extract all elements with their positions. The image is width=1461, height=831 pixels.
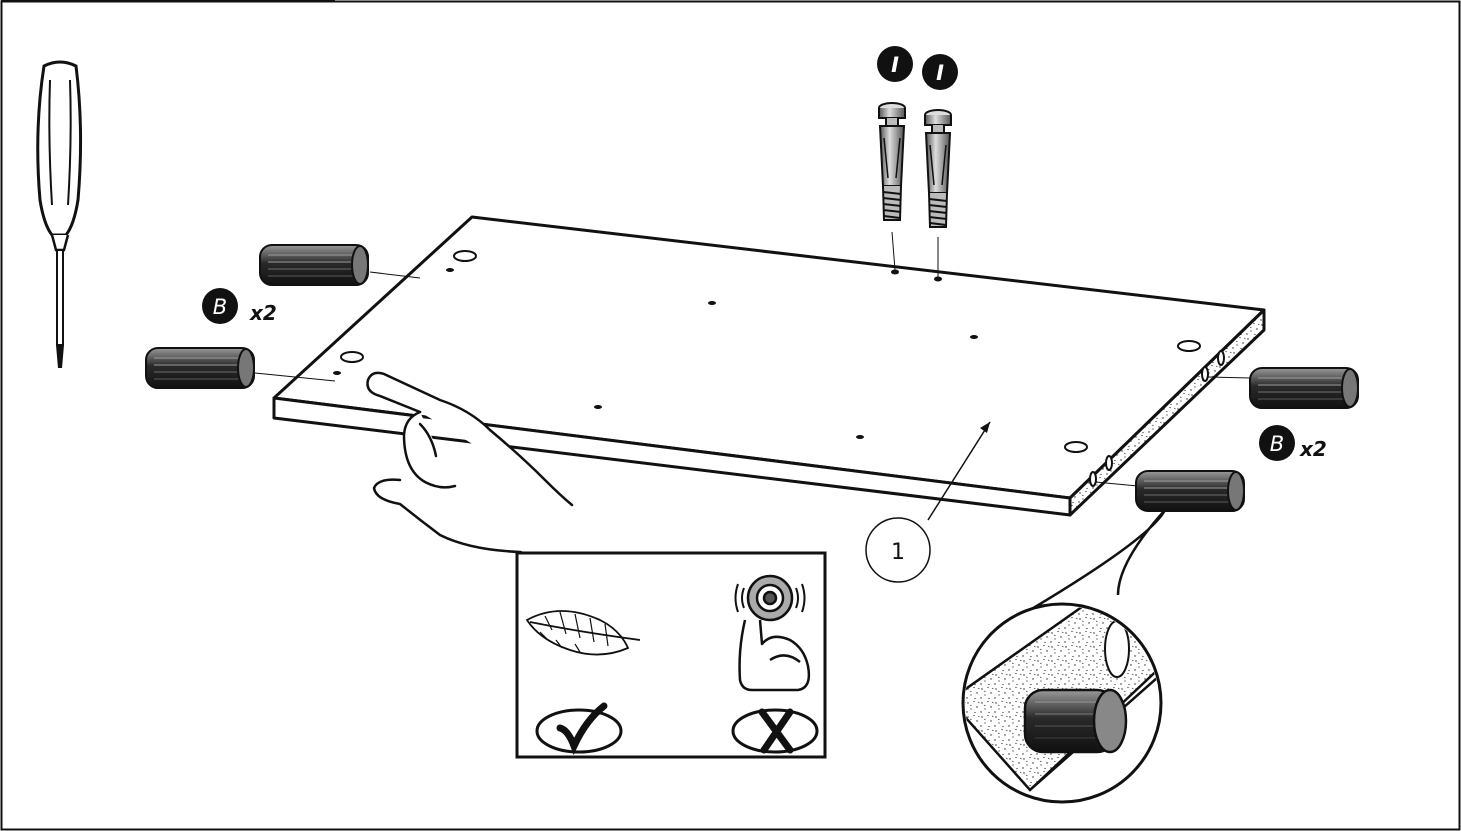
part-b-letter: B bbox=[213, 295, 227, 319]
part-label-i-right: I bbox=[922, 54, 958, 90]
dowel-detail-view bbox=[950, 510, 1200, 802]
part-b-quantity: x2 bbox=[1299, 437, 1327, 461]
part-label-b-left: B x2 bbox=[202, 288, 277, 325]
force-hint-panel bbox=[517, 553, 825, 757]
screwdriver-icon bbox=[38, 62, 81, 368]
panel-number: 1 bbox=[891, 540, 905, 565]
part-b-letter: B bbox=[1270, 432, 1284, 456]
dowel-b-right-top bbox=[1250, 368, 1358, 408]
cam-bolt-i-left bbox=[879, 103, 905, 220]
part-b-quantity: x2 bbox=[249, 301, 277, 325]
dowel-b-right-bottom bbox=[1136, 471, 1244, 511]
cross-icon bbox=[733, 710, 817, 752]
part-label-b-right: B x2 bbox=[1259, 425, 1327, 461]
dowel-b-left-top bbox=[260, 245, 368, 285]
part-i-letter: I bbox=[891, 53, 899, 77]
dowel-b-left-bottom bbox=[146, 348, 254, 388]
part-i-letter: I bbox=[936, 61, 944, 85]
part-label-i-left: I bbox=[877, 46, 913, 82]
cam-bolt-i-right bbox=[925, 110, 951, 227]
